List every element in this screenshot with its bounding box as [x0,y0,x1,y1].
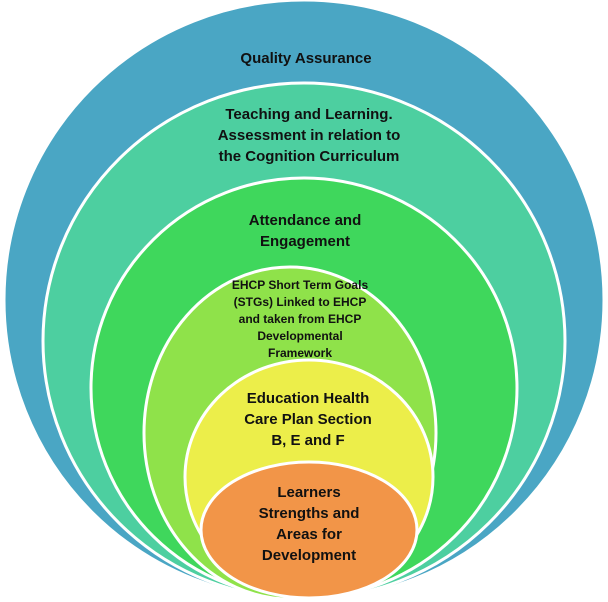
label-line: Framework [268,346,332,360]
label-line: Quality Assurance [240,50,371,67]
label-quality-assurance: Quality Assurance [240,50,371,67]
label-line: the Cognition Curriculum [219,148,400,165]
label-line: Engagement [260,233,350,250]
label-line: Strengths and [259,505,360,522]
label-line: Care Plan Section [244,411,372,428]
label-line: Development [262,547,356,564]
label-teaching-learning: Teaching and Learning. Assessment in rela… [218,106,401,165]
label-line: Developmental [257,329,342,343]
label-line: Areas for [276,526,342,543]
label-ehcp-stgs: EHCP Short Term Goals (STGs) Linked to EH… [232,278,369,360]
label-line: (STGs) Linked to EHCP [234,295,367,309]
layer-learners [199,460,419,600]
label-line: and taken from EHCP [239,312,362,326]
label-line: Assessment in relation to [218,127,401,144]
label-line: Learners [277,484,340,501]
label-line: Education Health [247,390,370,407]
label-line: B, E and F [271,432,344,449]
label-line: Attendance and [249,212,362,229]
label-line: EHCP Short Term Goals [232,278,369,292]
label-line: Teaching and Learning. [225,106,392,123]
